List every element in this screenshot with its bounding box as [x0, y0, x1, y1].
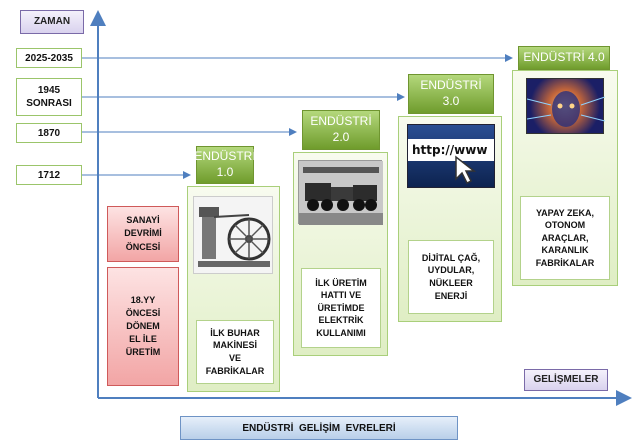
year-1945: 1945 SONRASI [16, 78, 82, 116]
x-axis-label: GELİŞMELER [524, 369, 608, 391]
internet-image: http://www [407, 124, 495, 188]
assembly-line-image [298, 160, 383, 225]
phase-2-title: ENDÜSTRİ 2.0 [302, 110, 380, 150]
pre-industrial-text: 18.YY ÖNCESİ DÖNEM EL İLE ÜRETİM [107, 267, 179, 386]
year-1712: 1712 [16, 165, 82, 185]
diagram-title: ENDÜSTRİ GELİŞİM EVRELERİ [180, 416, 458, 440]
phase-3-text: DİJİTAL ÇAĞ, UYDULAR, NÜKLEER ENERJİ [408, 240, 494, 314]
phase-1-title: ENDÜSTRİ 1.0 [194, 146, 256, 184]
pre-industrial-header: SANAYİ DEVRİMİ ÖNCESİ [107, 206, 179, 262]
phase-4-title: ENDÜSTRİ 4.0 [518, 46, 610, 70]
y-axis-label: ZAMAN [20, 10, 84, 34]
phase-3-title: ENDÜSTRİ 3.0 [408, 74, 494, 114]
url-text: http://www [412, 143, 488, 157]
year-2025-2035: 2025-2035 [16, 48, 82, 68]
year-1870: 1870 [16, 123, 82, 143]
steam-engine-image [193, 196, 273, 274]
ai-head-image [526, 78, 606, 134]
phase-1-text: İLK BUHAR MAKİNESİ VE FABRİKALAR [196, 320, 274, 384]
phase-2-text: İLK ÜRETİM HATTI VE ÜRETİMDE ELEKTRİK KU… [301, 268, 381, 348]
phase-4-text: YAPAY ZEKA, OTONOM ARAÇLAR, KARANLIK FAB… [520, 196, 610, 280]
